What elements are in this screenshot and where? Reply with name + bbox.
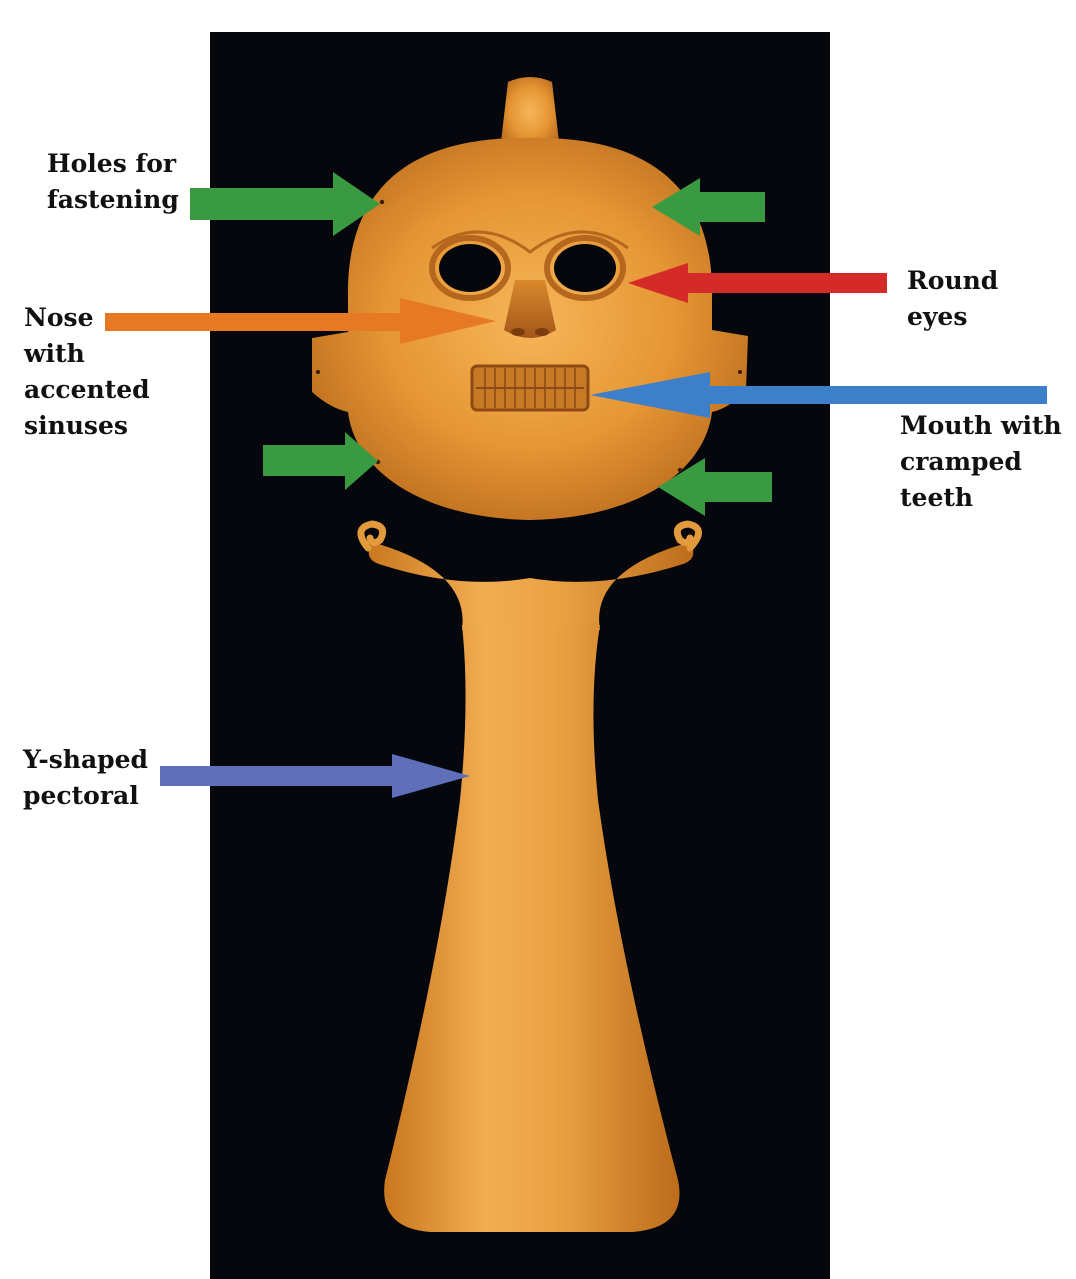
pectoral-stem: [384, 625, 680, 1232]
nose: [504, 280, 556, 338]
right-spiral: [673, 520, 702, 552]
right-eye-rim: [544, 235, 626, 301]
gold-mask: [312, 77, 748, 521]
label-y-shaped-pectoral: Y-shaped pectoral: [23, 742, 148, 814]
arrows: [105, 172, 1047, 798]
label-line: Nose: [24, 303, 94, 332]
brow-ridge: [431, 230, 629, 254]
arrow-pectoral: [160, 754, 470, 798]
left-eye-rim: [429, 235, 511, 301]
label-line: sinuses: [24, 411, 128, 440]
left-eye-hole: [439, 244, 501, 292]
left-nostril: [511, 328, 525, 336]
arrow-holes-bottom-left: [263, 432, 378, 490]
label-line: Mouth with: [900, 411, 1062, 440]
arrow-nose: [105, 298, 496, 344]
label-nose-with-accented-sinuses: Nose with accented sinuses: [24, 300, 150, 444]
label-line: fastening: [47, 185, 179, 214]
label-line: with: [24, 339, 85, 368]
label-line: Round: [907, 266, 999, 295]
label-mouth-with-cramped-teeth: Mouth with cramped teeth: [900, 408, 1062, 516]
y-shaped-pectoral: [357, 520, 702, 1232]
right-nostril: [535, 328, 549, 336]
teeth: [484, 368, 576, 408]
label-holes-for-fastening: Holes for fastening: [47, 146, 179, 218]
label-line: Y-shaped: [23, 745, 149, 774]
label-line: teeth: [900, 483, 974, 512]
label-line: cramped: [900, 447, 1022, 476]
label-line: pectoral: [23, 781, 139, 810]
left-spiral: [357, 520, 387, 552]
label-line: Holes for: [47, 149, 177, 178]
arrow-mouth: [590, 372, 1047, 418]
label-round-eyes: Round eyes: [907, 263, 998, 335]
arrow-holes-top-left: [190, 172, 380, 236]
label-line: accented: [24, 375, 150, 404]
arrow-holes-top-right: [652, 178, 765, 236]
arrow-holes-bottom-right: [658, 458, 772, 516]
mask-top-tab: [500, 77, 560, 150]
label-line: eyes: [907, 302, 968, 331]
pectoral-arms: [368, 542, 694, 630]
right-eye-hole: [554, 244, 616, 292]
arrow-eyes: [628, 263, 887, 303]
